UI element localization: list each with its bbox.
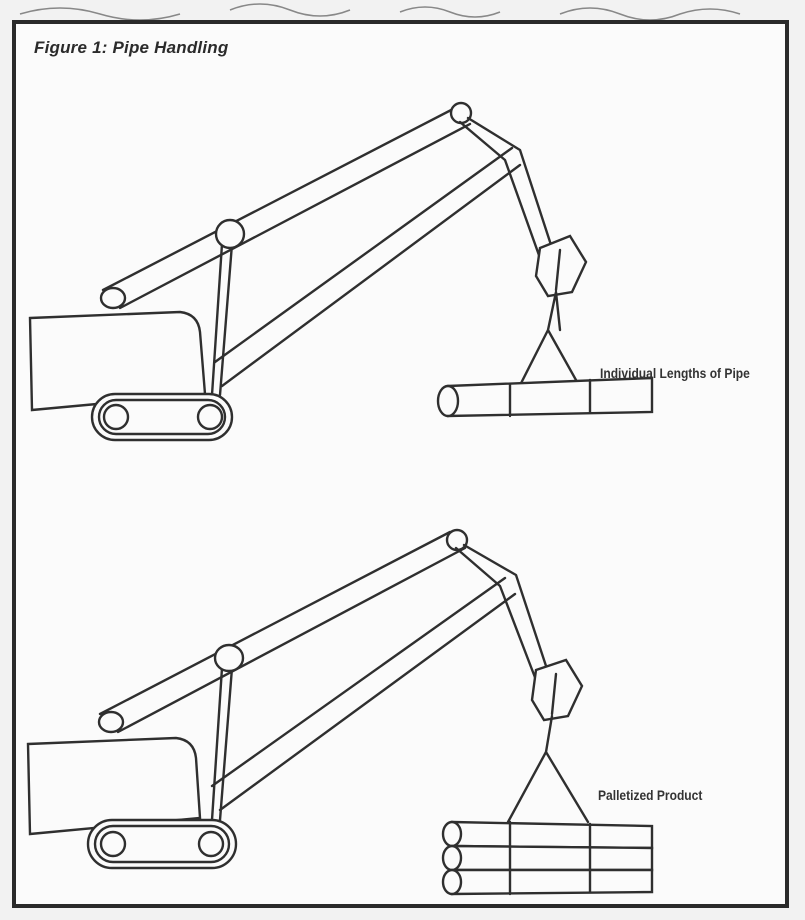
label-palletized-product: Palletized Product bbox=[598, 787, 703, 803]
mast-pulley bbox=[214, 218, 246, 250]
main-boom bbox=[101, 106, 472, 310]
lower-boom bbox=[213, 146, 522, 388]
grapple bbox=[530, 658, 584, 722]
grapple bbox=[534, 234, 588, 298]
boom-pivot bbox=[99, 286, 127, 310]
mast bbox=[210, 666, 234, 822]
mast bbox=[210, 242, 234, 397]
boom-pivot bbox=[97, 710, 125, 734]
crane-top bbox=[28, 101, 654, 442]
crawler-track bbox=[90, 392, 234, 442]
grapple-arm bbox=[458, 116, 554, 260]
label-individual-pipe: Individual Lengths of Pipe bbox=[600, 365, 750, 381]
lifting-slings bbox=[506, 714, 590, 824]
palletized-pipes bbox=[441, 820, 654, 896]
boom-tip-pulley bbox=[449, 101, 473, 125]
grapple-arm bbox=[454, 543, 550, 682]
crane-cab bbox=[28, 310, 207, 412]
main-boom bbox=[98, 530, 467, 734]
crane-bottom bbox=[26, 528, 654, 896]
figure-title: Figure 1: Pipe Handling bbox=[34, 38, 229, 57]
individual-pipe bbox=[436, 376, 654, 418]
mast-pulley bbox=[213, 643, 245, 673]
lower-boom bbox=[210, 576, 517, 812]
crawler-track bbox=[86, 818, 238, 870]
crane-cab bbox=[26, 736, 202, 836]
boom-tip-pulley bbox=[445, 528, 469, 552]
decorative-border-ornament bbox=[19, 3, 741, 21]
